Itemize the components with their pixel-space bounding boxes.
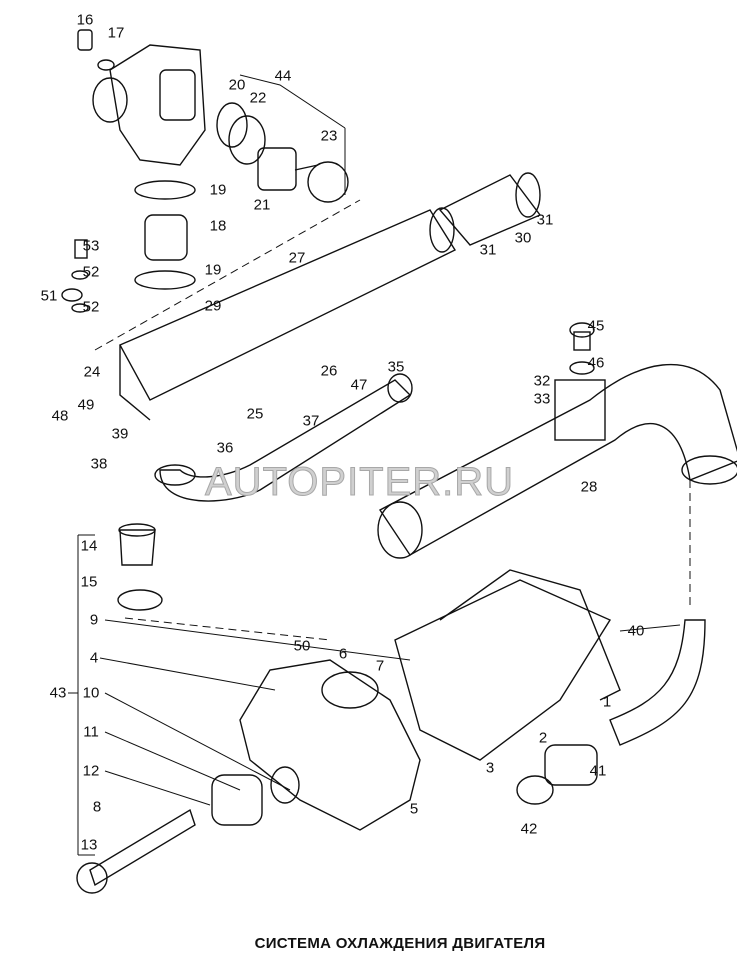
callout-1: 1: [602, 693, 612, 711]
callout-29: 29: [204, 297, 222, 315]
callout-12: 12: [82, 762, 100, 780]
callout-8: 8: [92, 798, 102, 816]
callout-23: 23: [320, 127, 338, 145]
callout-14: 14: [80, 537, 98, 555]
callout-39: 39: [111, 425, 129, 443]
callout-27: 27: [288, 249, 306, 267]
callout-20: 20: [228, 76, 246, 94]
hose-30: [438, 172, 542, 246]
watermark: AUTOPITER.RU: [204, 460, 515, 505]
callout-13: 13: [80, 836, 98, 854]
callout-35: 35: [387, 358, 405, 376]
callout-45: 45: [587, 317, 605, 335]
callout-52: 52: [82, 263, 100, 281]
callout-28: 28: [580, 478, 598, 496]
seal-rings: [134, 180, 196, 290]
callout-3: 3: [485, 759, 495, 777]
callout-10: 10: [82, 684, 100, 702]
callout-42: 42: [520, 820, 538, 838]
callout-53: 53: [82, 237, 100, 255]
callout-51: 51: [40, 287, 58, 305]
callout-7: 7: [375, 657, 385, 675]
callout-36: 36: [216, 439, 234, 457]
cap-14: [118, 523, 156, 566]
callout-11: 11: [83, 723, 99, 741]
callout-15: 15: [80, 573, 98, 591]
callout-38: 38: [90, 455, 108, 473]
callout-9: 9: [89, 611, 99, 629]
callout-47: 47: [350, 376, 368, 394]
callout-40: 40: [627, 622, 645, 640]
callout-17: 17: [107, 24, 125, 42]
hose-40: [609, 619, 706, 746]
callout-31: 31: [479, 241, 497, 259]
callout-48: 48: [51, 407, 69, 425]
callout-50: 50: [293, 637, 311, 655]
callout-44: 44: [274, 67, 292, 85]
callout-24: 24: [83, 363, 101, 381]
thermostat: [216, 102, 349, 203]
callout-25: 25: [246, 405, 264, 423]
clamp-15: [117, 589, 163, 611]
callout-46: 46: [587, 354, 605, 372]
callout-31: 31: [536, 211, 554, 229]
callout-49: 49: [77, 396, 95, 414]
callout-43: 43: [49, 684, 67, 702]
callout-6: 6: [338, 645, 348, 663]
hose-41: [516, 744, 598, 805]
callout-16: 16: [76, 11, 94, 29]
callout-26: 26: [320, 362, 338, 380]
callout-22: 22: [249, 89, 267, 107]
diagram-title: СИСТЕМА ОХЛАЖДЕНИЯ ДВИГАТЕЛЯ: [254, 935, 546, 952]
callout-41: 41: [589, 762, 607, 780]
callout-52: 52: [82, 298, 100, 316]
callout-19: 19: [204, 261, 222, 279]
pipe-28: [377, 363, 737, 559]
pipe-35: [154, 373, 413, 502]
washer-17: [97, 59, 115, 71]
leader-lines: [68, 74, 691, 856]
bolt-16: [77, 29, 93, 51]
callout-19: 19: [209, 181, 227, 199]
water-pump: [76, 569, 621, 894]
plug-45: [569, 322, 595, 375]
bolts-51-53: [61, 239, 89, 313]
callout-2: 2: [538, 729, 548, 747]
water-manifold: [119, 207, 457, 421]
thermostat-housing: [92, 44, 206, 166]
callout-5: 5: [409, 800, 419, 818]
callout-33: 33: [533, 390, 551, 408]
callout-4: 4: [89, 649, 99, 667]
callout-18: 18: [209, 217, 227, 235]
callout-32: 32: [533, 372, 551, 390]
callout-21: 21: [253, 196, 271, 214]
callout-37: 37: [302, 412, 320, 430]
callout-30: 30: [514, 229, 532, 247]
